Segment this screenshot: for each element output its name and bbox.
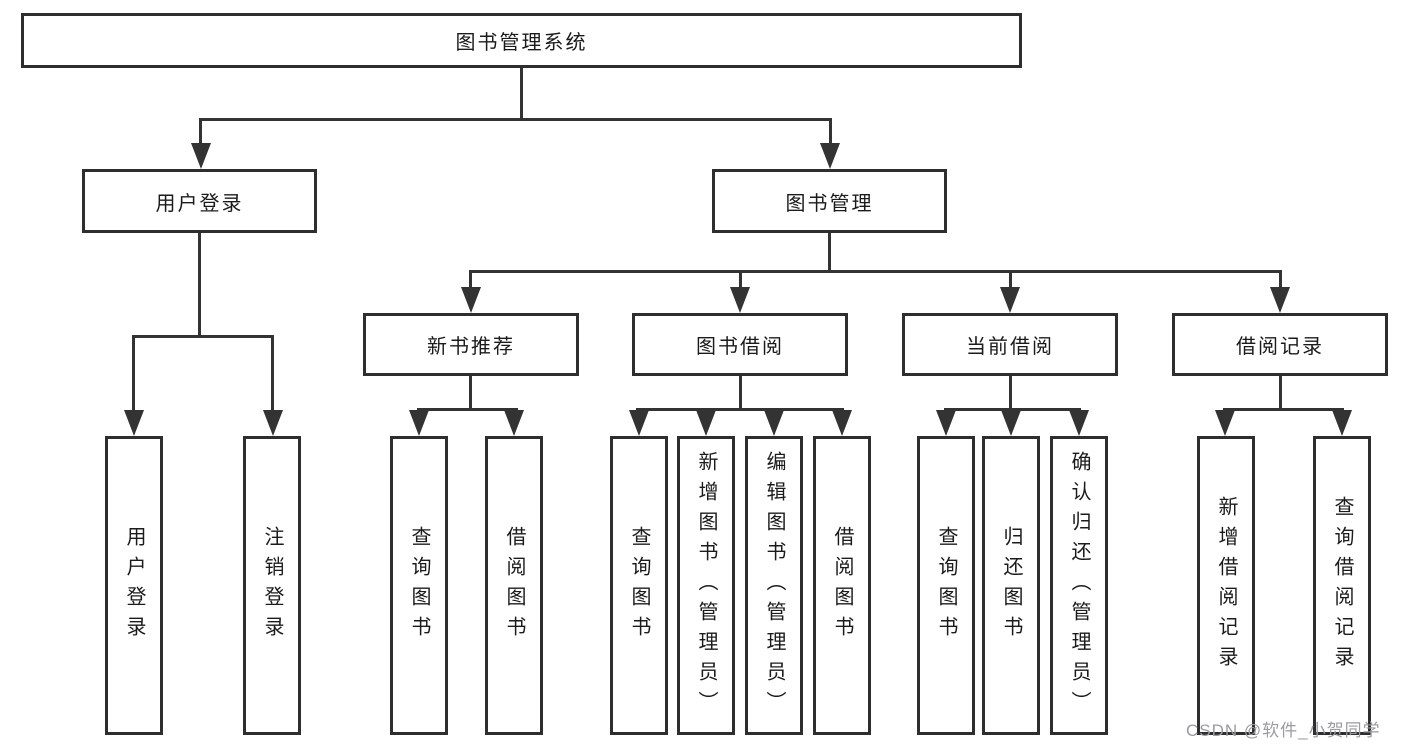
leaf-add-borrow-record-label: 新增借阅记录 xyxy=(1215,495,1237,676)
arrowhead-to-leaf-user-login xyxy=(124,410,144,436)
node-book-management: 图书管理 xyxy=(712,169,947,233)
arrowhead-to-current-borrow xyxy=(1000,287,1020,313)
node-library-management-system: 图书管理系统 xyxy=(21,13,1022,68)
node-current-borrow: 当前借阅 xyxy=(902,313,1118,376)
leaf-return-books-label: 归还图书 xyxy=(1000,525,1022,646)
connector-root-drop-left xyxy=(199,118,202,148)
arrowhead-to-leaf-logout xyxy=(263,410,283,436)
arrowhead-to-user-login xyxy=(191,143,211,169)
connector-root-bar xyxy=(199,118,832,121)
leaf-recommend-query-books: 查询图书 xyxy=(390,436,448,735)
leaf-borrow-query-books-label: 查询图书 xyxy=(628,525,650,646)
leaf-confirm-return-admin: 确认归还（管理员） xyxy=(1050,436,1108,735)
connector-book-management-stem xyxy=(828,233,831,270)
leaf-edit-books-admin: 编辑图书（管理员） xyxy=(745,436,803,735)
arrowhead-g2-borrow-books xyxy=(504,410,524,436)
arrowhead-g5-add-record xyxy=(1215,410,1235,436)
connector-root-drop-right xyxy=(829,118,832,148)
connector-drop-borrow-records xyxy=(1279,270,1282,289)
connector-drop-book-borrow xyxy=(739,270,742,289)
leaf-query-borrow-record: 查询借阅记录 xyxy=(1313,436,1371,735)
connector-g5-stem xyxy=(1279,376,1282,410)
leaf-confirm-return-admin-label: 确认归还（管理员） xyxy=(1068,450,1090,721)
arrowhead-g5-query-record xyxy=(1332,410,1352,436)
arrowhead-g3-borrow-books xyxy=(832,410,852,436)
arrowhead-g4-query-books xyxy=(936,410,956,436)
leaf-query-borrow-record-label: 查询借阅记录 xyxy=(1331,495,1353,676)
leaf-borrow-query-books: 查询图书 xyxy=(610,436,668,735)
arrowhead-g2-query-books xyxy=(409,410,429,436)
leaf-user-login: 用户登录 xyxy=(105,436,163,735)
connector-user-login-drop-right xyxy=(271,335,274,412)
arrowhead-g3-edit-books xyxy=(764,410,784,436)
connector-g3-bar xyxy=(636,408,844,411)
leaf-borrow-books-label: 借阅图书 xyxy=(831,525,853,646)
leaf-recommend-query-books-label: 查询图书 xyxy=(408,525,430,646)
connector-root-stem xyxy=(520,68,523,118)
leaf-add-books-admin-label: 新增图书（管理员） xyxy=(695,450,717,721)
leaf-return-books: 归还图书 xyxy=(982,436,1040,735)
arrowhead-g4-confirm-return xyxy=(1069,410,1089,436)
leaf-current-query-books-label: 查询图书 xyxy=(935,525,957,646)
connector-g2-bar xyxy=(417,408,518,411)
connector-book-management-bar xyxy=(469,270,1282,273)
connector-g5-bar xyxy=(1223,408,1344,411)
leaf-recommend-borrow-books-label: 借阅图书 xyxy=(503,525,525,646)
leaf-add-books-admin: 新增图书（管理员） xyxy=(677,436,735,735)
node-borrow-records: 借阅记录 xyxy=(1172,313,1388,376)
arrowhead-to-book-borrow xyxy=(730,287,750,313)
leaf-logout: 注销登录 xyxy=(243,436,301,735)
csdn-watermark: CSDN @软件_小贺同学 xyxy=(1186,721,1381,740)
connector-drop-new-book xyxy=(469,270,472,289)
arrowhead-g4-return-books xyxy=(1001,410,1021,436)
node-user-login: 用户登录 xyxy=(82,169,317,233)
connector-g4-bar xyxy=(944,408,1081,411)
leaf-user-login-label: 用户登录 xyxy=(123,525,145,646)
connector-user-login-bar xyxy=(132,335,274,338)
leaf-recommend-borrow-books: 借阅图书 xyxy=(485,436,543,735)
connector-g4-stem xyxy=(1009,376,1012,410)
leaf-borrow-books: 借阅图书 xyxy=(813,436,871,735)
node-book-borrow: 图书借阅 xyxy=(632,313,848,376)
arrowhead-g3-add-books xyxy=(696,410,716,436)
connector-g2-stem xyxy=(469,376,472,410)
connector-g3-stem xyxy=(739,376,742,410)
node-new-book-recommend: 新书推荐 xyxy=(363,313,579,376)
arrowhead-to-new-book-recommend xyxy=(461,287,481,313)
arrowhead-to-book-management xyxy=(820,143,840,169)
arrowhead-g3-query-books xyxy=(629,410,649,436)
arrowhead-to-borrow-records xyxy=(1270,287,1290,313)
leaf-edit-books-admin-label: 编辑图书（管理员） xyxy=(763,450,785,721)
leaf-add-borrow-record: 新增借阅记录 xyxy=(1197,436,1255,735)
leaf-logout-label: 注销登录 xyxy=(261,525,283,646)
connector-user-login-drop-left xyxy=(132,335,135,412)
connector-user-login-stem xyxy=(198,233,201,335)
leaf-current-query-books: 查询图书 xyxy=(917,436,975,735)
connector-drop-current-borrow xyxy=(1009,270,1012,289)
